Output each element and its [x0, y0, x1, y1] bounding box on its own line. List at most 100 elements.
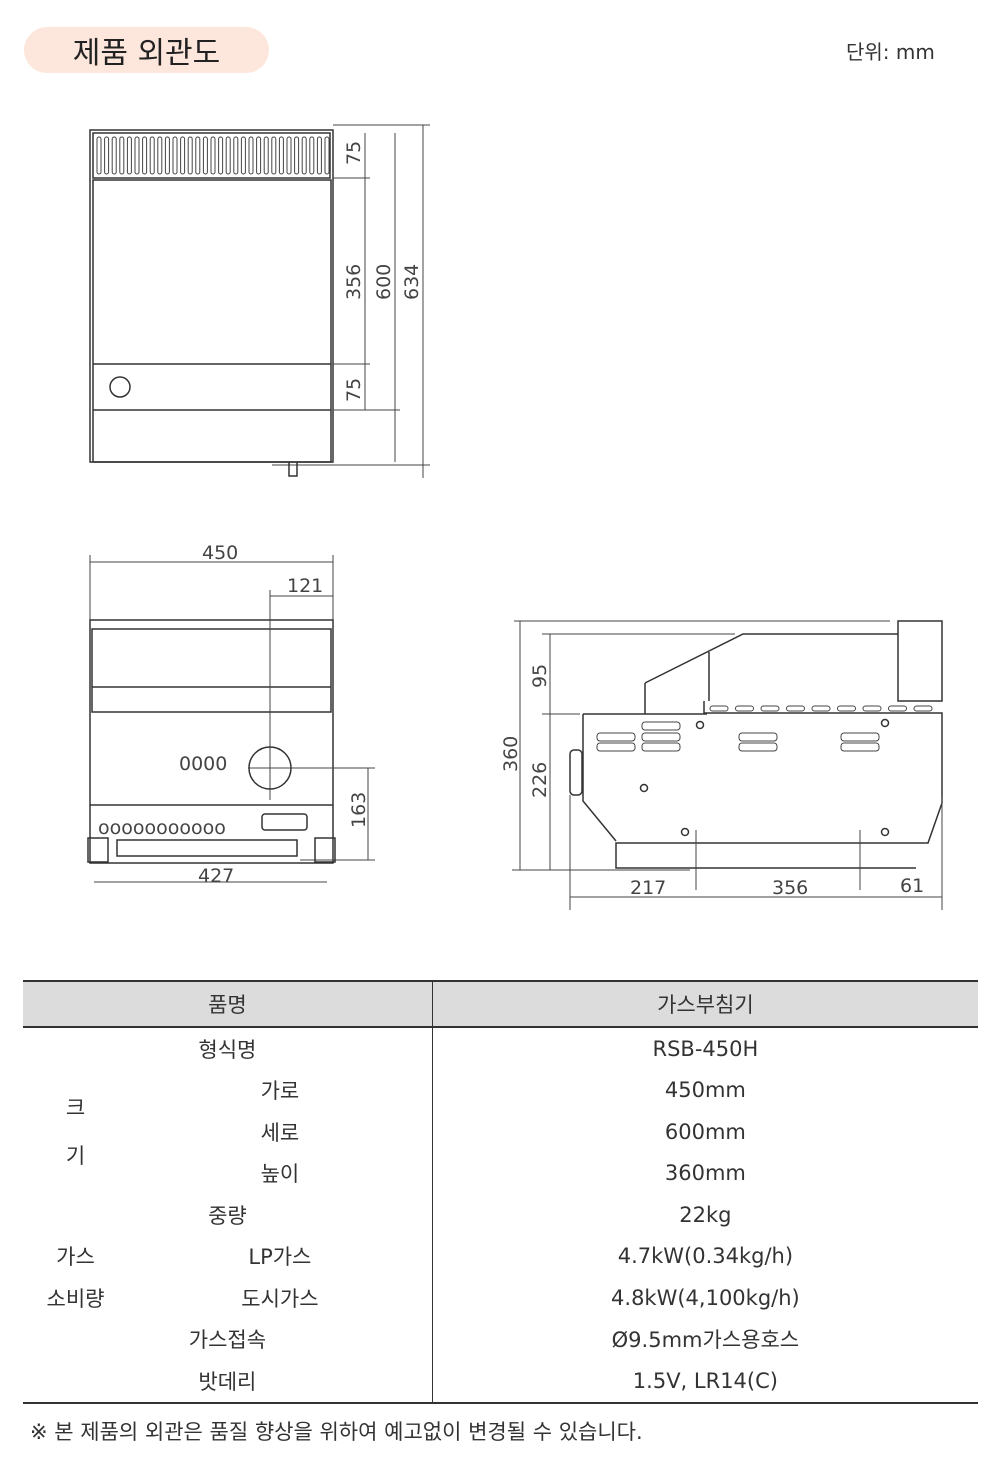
front-view-drawing: 450 121 163 0000 ooooooooooo 427: [87, 542, 375, 887]
width-label: 가로: [128, 1069, 433, 1111]
grill-slot: [142, 136, 148, 175]
gas-label-2: 소비량: [46, 1286, 105, 1311]
louver: [641, 742, 681, 752]
louver: [738, 742, 778, 752]
dim-75-bottom: 75: [343, 378, 365, 402]
dim-600: 600: [373, 264, 395, 300]
dim-61: 61: [900, 875, 924, 897]
grill-slot: [195, 136, 201, 175]
title-text: 제품 외관도: [72, 36, 221, 71]
model-label: 형식명: [23, 1027, 433, 1070]
grill-slot: [233, 136, 239, 175]
lp-value: 4.7kW(0.34kg/h): [617, 1244, 794, 1269]
grill-slot: [309, 136, 315, 175]
dim-450: 450: [202, 542, 238, 564]
city-gas-value: 4.8kW(4,100kg/h): [611, 1285, 800, 1310]
dim-121: 121: [287, 575, 323, 597]
weight-value: 22kg: [679, 1202, 732, 1227]
grill-slot: [96, 136, 102, 175]
dim-226: 226: [529, 762, 551, 798]
grill-slot: [104, 136, 110, 175]
grill-slot: [271, 136, 277, 175]
size-label-2: 기: [65, 1143, 86, 1168]
louver: [596, 732, 636, 742]
louver: [840, 742, 880, 752]
section-title: 제품 외관도: [24, 27, 269, 73]
grill-slot: [172, 136, 178, 175]
city-gas-label: 도시가스: [128, 1277, 433, 1319]
dim-634: 634: [401, 264, 423, 300]
grill-slot: [263, 136, 269, 175]
header-label: 품명: [23, 980, 433, 1028]
grill-slot: [202, 136, 208, 175]
dim-356: 356: [343, 264, 365, 300]
vent-slot: [811, 705, 831, 712]
louver: [641, 732, 681, 742]
connection-value: Ø9.5mm가스용호스: [611, 1328, 800, 1353]
height-label: 높이: [128, 1152, 433, 1194]
model-value: RSB-450H: [652, 1036, 759, 1061]
dim-75-top: 75: [343, 141, 365, 165]
vent-slot: [913, 705, 933, 712]
depth-value: 600mm: [664, 1119, 746, 1144]
grill-slot: [286, 136, 292, 175]
grill-slot: [294, 136, 300, 175]
gas-label-1: 가스: [56, 1245, 95, 1270]
side-view-drawing: 360 95 226 217 356 61: [500, 620, 943, 910]
battery-value: 1.5V, LR14(C): [432, 1360, 978, 1404]
dim-163: 163: [348, 792, 370, 828]
grill-slot: [225, 136, 231, 175]
grill-slot: [126, 136, 132, 175]
grill-slot: [134, 136, 140, 175]
top-view-drawing: 75 356 75 600 634: [89, 124, 430, 478]
grill-slot: [164, 136, 170, 175]
grill-slot: [210, 136, 216, 175]
dim-427: 427: [198, 865, 234, 887]
louver: [596, 742, 636, 752]
dim-356-side: 356: [772, 877, 808, 899]
unit-label: 단위: mm: [846, 40, 935, 64]
grill-slot: [240, 136, 246, 175]
grill-slot: [256, 136, 262, 175]
vent-slot: [888, 705, 907, 712]
height-value: 360mm: [664, 1161, 746, 1186]
grill-slot: [187, 136, 193, 175]
grill-slot: [180, 136, 186, 175]
louver: [738, 732, 778, 742]
header-value: 가스부침기: [432, 980, 978, 1028]
svg-text:ooooooooooo: ooooooooooo: [98, 817, 226, 839]
grill-slot: [278, 136, 284, 175]
svg-text:0000: 0000: [179, 753, 227, 775]
width-value: 450mm: [664, 1078, 746, 1103]
dim-360: 360: [500, 736, 522, 772]
grill-slot: [316, 136, 322, 175]
grill-slot: [111, 136, 117, 175]
dim-95: 95: [529, 664, 551, 688]
grill-slot: [119, 136, 125, 175]
lp-label: LP가스: [128, 1235, 433, 1277]
grill-slot: [301, 136, 307, 175]
vent-slot: [862, 705, 882, 712]
vent-slot: [760, 705, 780, 712]
vent-slot: [709, 705, 729, 712]
grill-slot: [218, 136, 224, 175]
footnote: ※ 본 제품의 외관은 품질 향상을 위하여 예고없이 변경될 수 있습니다.: [30, 1420, 643, 1444]
size-label-1: 크: [65, 1095, 86, 1120]
grill-slot: [149, 136, 155, 175]
depth-label: 세로: [128, 1111, 433, 1153]
vent-slot: [837, 705, 856, 712]
grill-slot: [157, 136, 163, 175]
vent-slot: [786, 705, 805, 712]
louver: [840, 732, 880, 742]
weight-label: 중량: [23, 1194, 433, 1236]
connection-label: 가스접속: [23, 1318, 433, 1360]
dim-217: 217: [630, 877, 666, 899]
louver: [641, 721, 681, 731]
vent-slot: [735, 705, 754, 712]
battery-label: 밧데리: [23, 1360, 433, 1404]
knob-icon: [109, 376, 131, 398]
grill-slot: [248, 136, 254, 175]
